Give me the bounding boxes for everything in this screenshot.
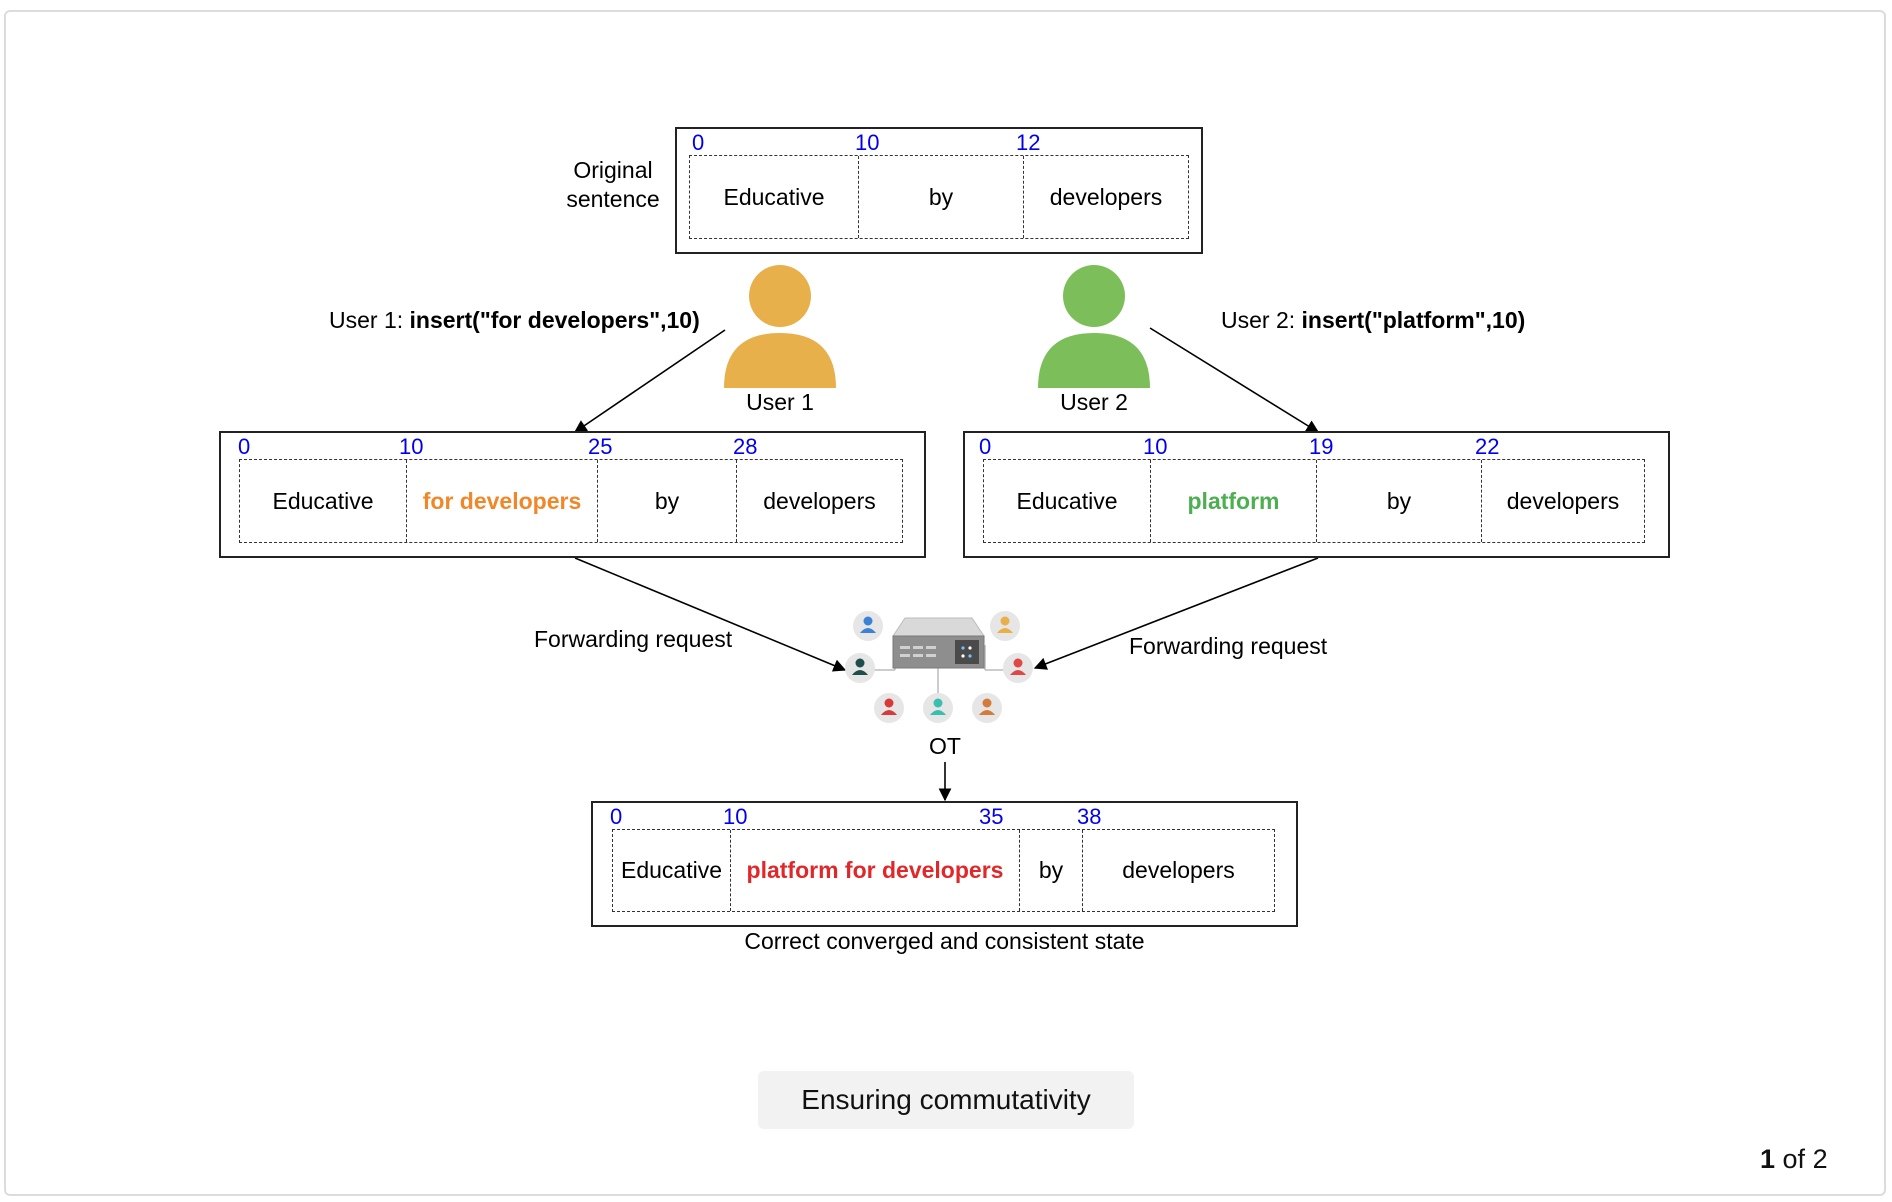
result-state-row: Educative platform for developers by dev… xyxy=(612,829,1275,912)
server-cluster-icon xyxy=(845,611,1033,723)
result-state-box xyxy=(591,801,1298,927)
result-cell-educative: Educative xyxy=(620,857,722,883)
user1-cell-educative: Educative xyxy=(272,487,374,514)
pagination-indicator: 1 of 2 xyxy=(1760,1144,1828,1175)
user1-index-1: 10 xyxy=(399,434,424,459)
slide-caption-button[interactable]: Ensuring commutativity xyxy=(758,1071,1134,1129)
user1-state-row: Educative for developers by developers xyxy=(239,459,903,543)
user2-name: User 2 xyxy=(1060,389,1128,415)
pagination-current: 1 xyxy=(1760,1144,1776,1174)
original-sentence-box xyxy=(675,127,1203,254)
result-caption: Correct converged and consistent state xyxy=(744,928,1145,954)
user1-operation: User 1: insert("for developers",10) xyxy=(329,307,700,334)
user2-index-3: 22 xyxy=(1475,434,1500,459)
user1-index-0: 0 xyxy=(238,434,251,459)
user2-index-1: 10 xyxy=(1143,434,1168,459)
user2-cell-inserted: platform xyxy=(1150,460,1316,542)
result-cell-inserted: platform for developers xyxy=(730,830,1019,911)
forwarding-request-left: Forwarding request xyxy=(534,626,733,652)
result-index-3: 38 xyxy=(1077,804,1102,829)
user1-op-text: insert("for developers",10) xyxy=(409,307,700,333)
arrow-forward-right xyxy=(1033,557,1319,670)
arrow-user2-op xyxy=(1149,327,1320,433)
pagination-total: 2 xyxy=(1812,1144,1828,1174)
result-cell-developers: developers xyxy=(1082,830,1274,911)
user2-cell-educative: Educative xyxy=(1016,487,1118,514)
user1-name: User 1 xyxy=(746,389,814,415)
original-index-0: 0 xyxy=(692,130,705,155)
pagination-separator: of xyxy=(1775,1144,1813,1174)
original-index-1: 10 xyxy=(855,130,880,155)
user1-cell-inserted: for developers xyxy=(406,460,597,542)
forwarding-request-right: Forwarding request xyxy=(1129,633,1328,659)
user2-cell-by: by xyxy=(1316,460,1481,542)
result-cell-by: by xyxy=(1019,830,1082,911)
original-label-line1: Original xyxy=(573,157,653,183)
user1-cell-developers: developers xyxy=(736,460,902,542)
user1-index-2: 25 xyxy=(588,434,613,459)
user2-operation: User 2: insert("platform",10) xyxy=(1221,307,1525,334)
result-index-2: 35 xyxy=(979,804,1004,829)
result-index-1: 10 xyxy=(723,804,748,829)
user2-index-0: 0 xyxy=(979,434,992,459)
ot-label: OT xyxy=(929,733,961,759)
user1-cell-by: by xyxy=(597,460,736,542)
original-sentence-row: Educative by developers xyxy=(689,155,1189,239)
user1-state-box xyxy=(219,431,926,558)
original-sentence-label: Original sentence xyxy=(558,156,668,214)
user2-avatar-icon xyxy=(1038,265,1150,388)
user1-op-prefix: User 1: xyxy=(329,307,410,333)
original-cell-developers: developers xyxy=(1023,156,1188,238)
arrow-user1-op xyxy=(573,329,726,433)
original-cell-educative: Educative xyxy=(723,183,825,210)
result-index-0: 0 xyxy=(610,804,623,829)
user2-cell-developers: developers xyxy=(1481,460,1644,542)
user1-index-3: 28 xyxy=(733,434,758,459)
original-label-line2: sentence xyxy=(566,186,660,212)
user2-op-prefix: User 2: xyxy=(1221,307,1302,333)
user1-avatar-icon xyxy=(724,265,836,388)
user2-index-2: 19 xyxy=(1309,434,1334,459)
original-index-2: 12 xyxy=(1016,130,1041,155)
user2-op-text: insert("platform",10) xyxy=(1301,307,1526,333)
user2-state-row: Educative platform by developers xyxy=(983,459,1645,543)
arrow-forward-left xyxy=(574,557,847,672)
original-cell-by: by xyxy=(858,156,1023,238)
